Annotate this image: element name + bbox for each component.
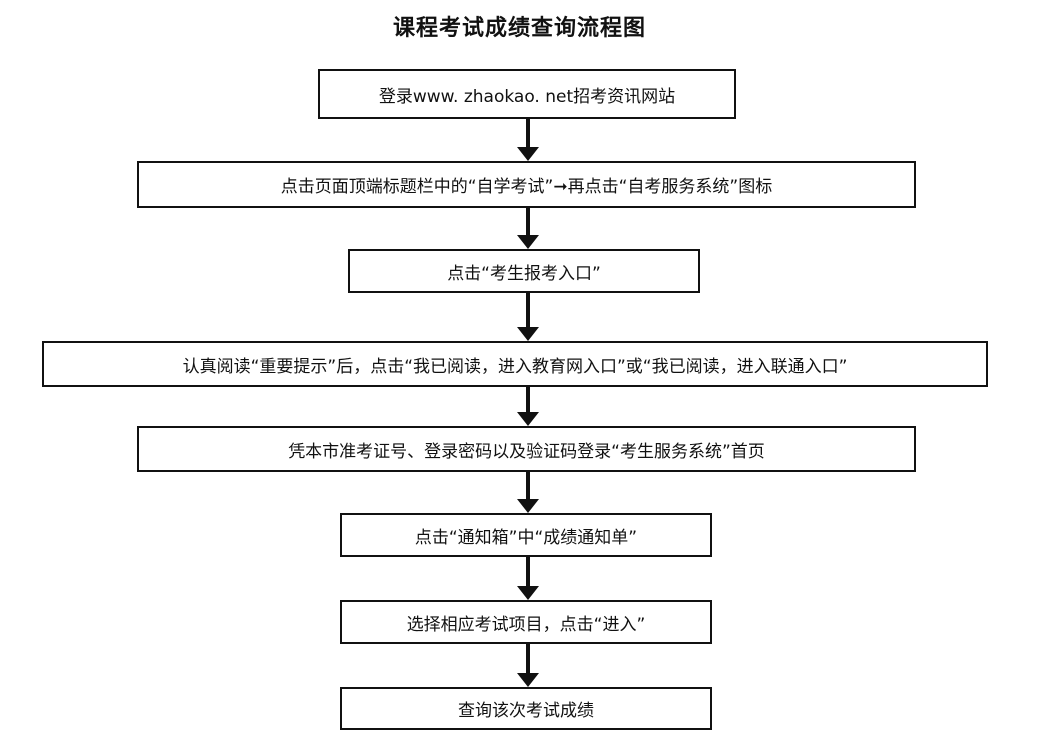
arrow-5-6: [517, 472, 539, 513]
arrow-2-3: [517, 208, 539, 249]
step-read-notice-and-enter: 认真阅读“重要提示”后，点击“我已阅读，进入教育网入口”或“我已阅读，进入联通入…: [42, 341, 988, 387]
step-login-website: 登录www. zhaokao. net招考资讯网站: [318, 69, 736, 119]
arrow-6-7: [517, 557, 539, 600]
step-click-registration-entry: 点击“考生报考入口”: [348, 249, 700, 293]
step-view-scores: 查询该次考试成绩: [340, 687, 712, 730]
diagram-title: 课程考试成绩查询流程图: [392, 16, 646, 41]
step-open-score-notice: 点击“通知箱”中“成绩通知单”: [340, 513, 712, 557]
arrow-4-5: [517, 387, 539, 426]
arrow-7-8: [517, 644, 539, 687]
step-login-service-system: 凭本市准考证号、登录密码以及验证码登录“考生服务系统”首页: [137, 426, 916, 472]
arrow-1-2: [517, 119, 539, 161]
step-select-exam-item: 选择相应考试项目，点击“进入”: [340, 600, 712, 644]
step-click-self-study-exam: 点击页面顶端标题栏中的“自学考试”➞再点击“自考服务系统”图标: [137, 161, 916, 208]
arrow-3-4: [517, 293, 539, 341]
